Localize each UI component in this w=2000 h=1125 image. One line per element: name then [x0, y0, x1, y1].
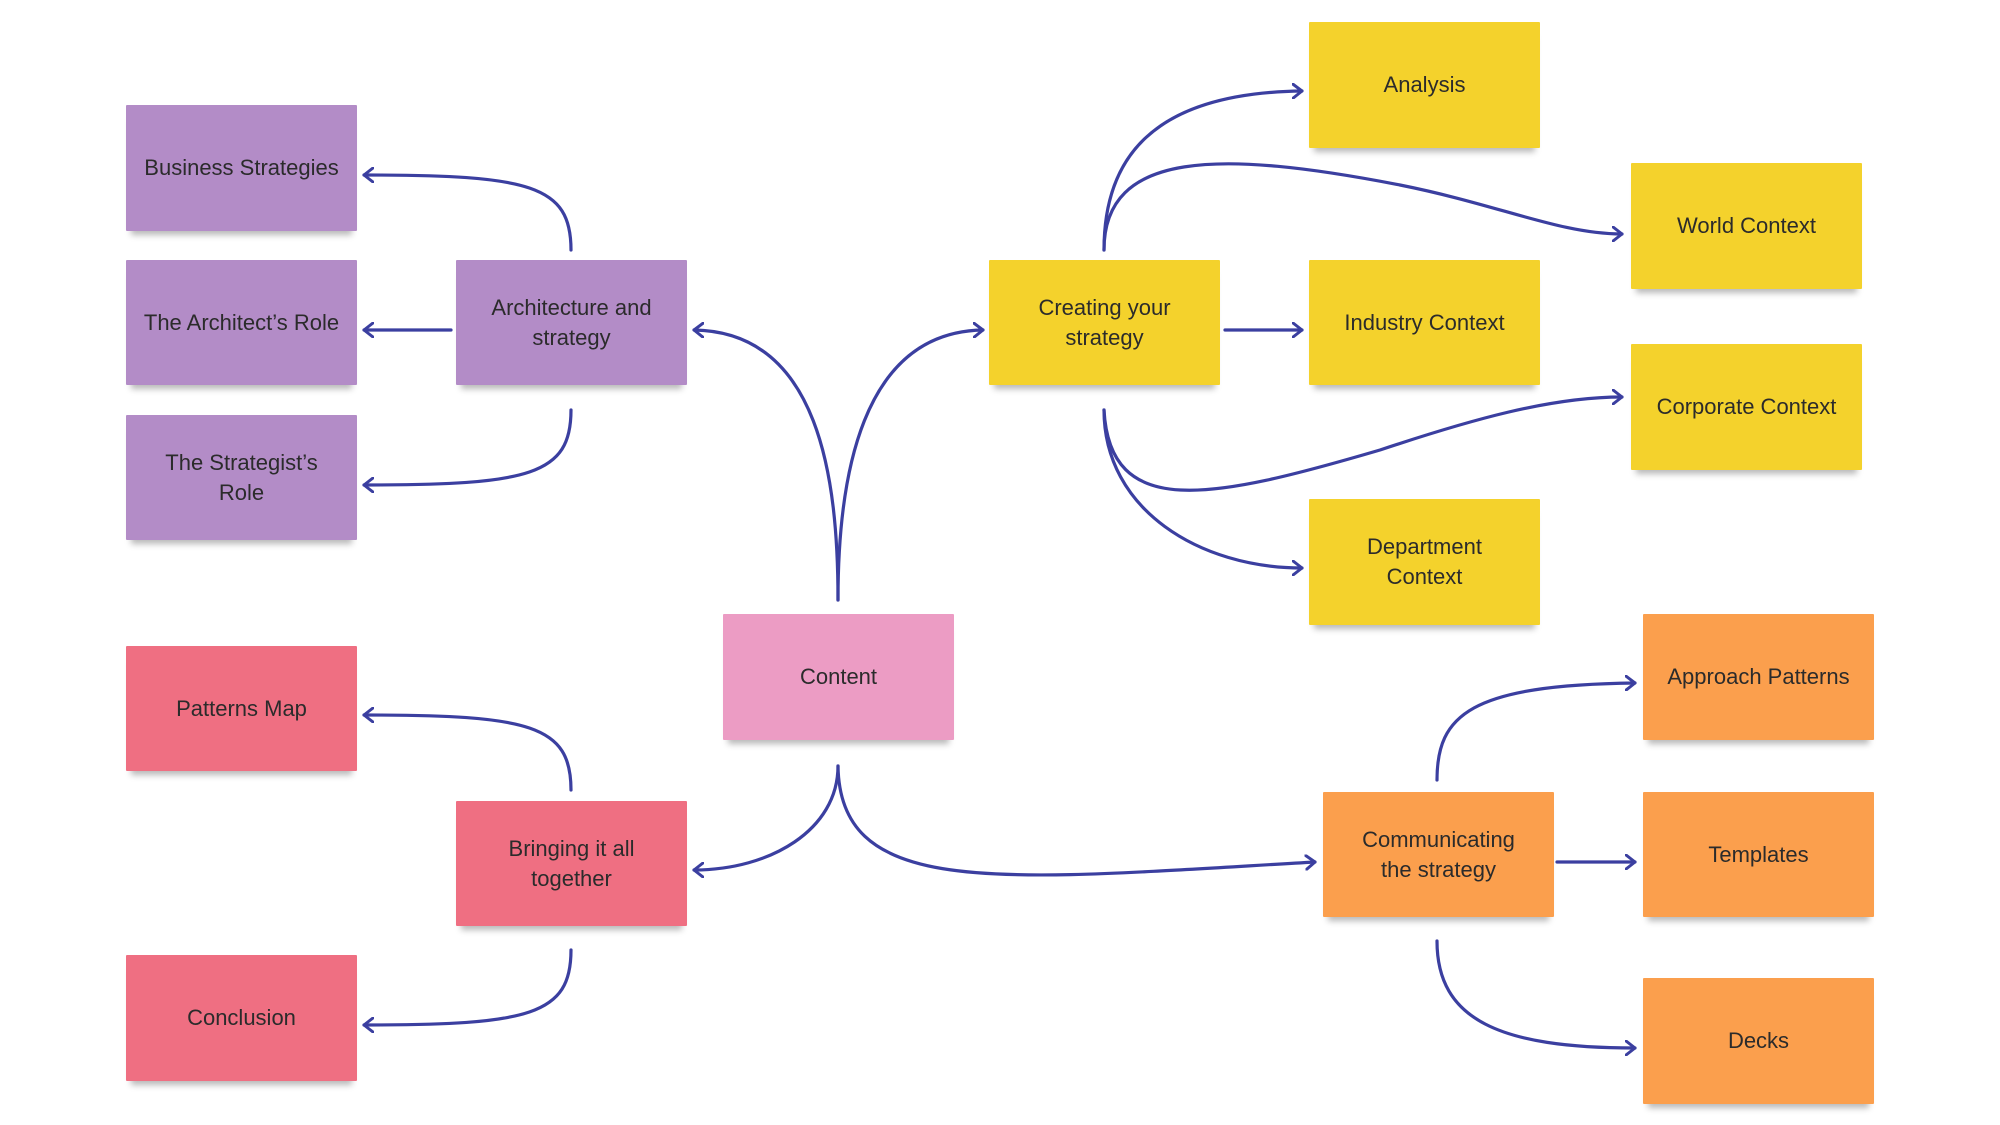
edge-creating-analysis — [1102, 91, 1304, 252]
node-patterns-map[interactable]: Patterns Map — [126, 646, 357, 771]
edge-content-bringing — [692, 764, 840, 870]
node-content-label: Content — [799, 664, 878, 689]
node-strategists-role[interactable]: The Strategist’s Role — [126, 415, 357, 540]
node-world-context-label: World Context — [1677, 213, 1816, 238]
node-creating-strategy[interactable]: Creating your strategy — [989, 260, 1220, 385]
edge-communicating-approach — [1435, 683, 1637, 782]
node-architects-role-label: The Architect’s Role — [143, 309, 340, 335]
node-content[interactable]: Content — [723, 614, 954, 740]
node-business-strategies[interactable]: Business Strategies — [126, 105, 357, 231]
edge-creating-corporate — [1102, 397, 1624, 492]
node-architecture-strategy-label: Architecture and strategy — [491, 294, 652, 350]
node-communicating-strategy-label: Communicating the strategy — [1362, 826, 1515, 882]
node-architects-role[interactable]: The Architect’s Role — [126, 260, 357, 385]
node-bringing-together[interactable]: Bringing it all together — [456, 801, 687, 926]
edge-bringing-conclusion — [362, 948, 573, 1025]
node-decks-label: Decks — [1727, 1028, 1790, 1053]
node-analysis[interactable]: Analysis — [1309, 22, 1540, 148]
node-corporate-context[interactable]: Corporate Context — [1631, 344, 1862, 470]
node-templates[interactable]: Templates — [1643, 792, 1874, 917]
edge-architecture-strategist — [362, 408, 573, 485]
edge-content-communicating — [836, 764, 1317, 877]
node-world-context[interactable]: World Context — [1631, 163, 1862, 289]
edge-creating-world — [1102, 162, 1624, 252]
node-bringing-together-label: Bringing it all together — [508, 835, 635, 891]
node-conclusion[interactable]: Conclusion — [126, 955, 357, 1081]
edge-architecture-business — [362, 175, 573, 252]
node-patterns-map-label: Patterns Map — [176, 695, 307, 721]
node-conclusion-label: Conclusion — [187, 1005, 296, 1030]
node-strategists-role-label: The Strategist’s Role — [165, 449, 318, 505]
node-communicating-strategy[interactable]: Communicating the strategy — [1323, 792, 1554, 917]
node-creating-strategy-label: Creating your strategy — [1038, 294, 1171, 350]
node-business-strategies-label: Business Strategies — [144, 155, 339, 180]
node-corporate-context-label: Corporate Context — [1656, 394, 1837, 419]
node-industry-context-label: Industry Context — [1344, 309, 1505, 335]
node-analysis-label: Analysis — [1383, 72, 1466, 97]
node-department-context[interactable]: Department Context — [1309, 499, 1540, 625]
node-decks[interactable]: Decks — [1643, 978, 1874, 1104]
edge-content-creating — [836, 330, 985, 602]
node-architecture-strategy[interactable]: Architecture and strategy — [456, 260, 687, 385]
edge-communicating-decks — [1435, 939, 1637, 1048]
node-templates-label: Templates — [1708, 841, 1809, 867]
node-industry-context[interactable]: Industry Context — [1309, 260, 1540, 385]
node-approach-patterns[interactable]: Approach Patterns — [1643, 614, 1874, 740]
node-approach-patterns-label: Approach Patterns — [1667, 664, 1850, 689]
edge-content-architecture — [692, 330, 840, 602]
edge-creating-department — [1102, 408, 1304, 568]
node-department-context-label: Department Context — [1367, 534, 1482, 589]
edge-bringing-patterns — [362, 715, 573, 792]
